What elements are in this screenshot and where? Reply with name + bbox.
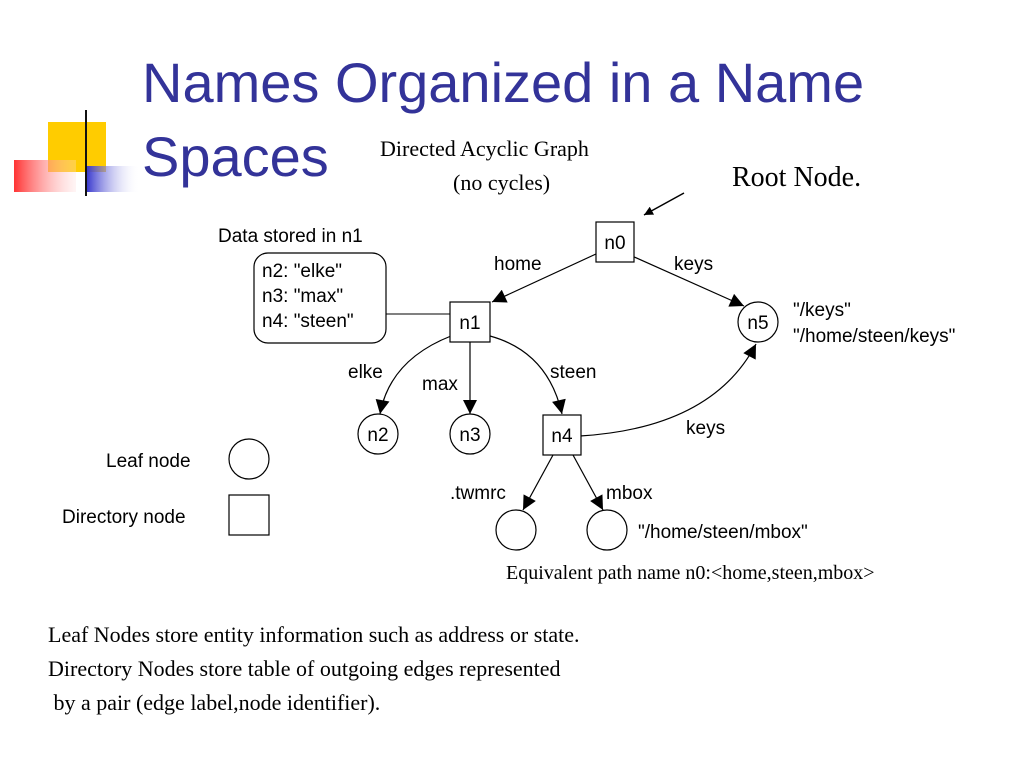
edge-elke: [375, 335, 452, 415]
corner-decoration: [14, 110, 140, 196]
legend-directory-square: [228, 494, 270, 536]
leaf-node-n3: [449, 413, 491, 455]
body-line: by a pair (edge label,node identifier).: [48, 690, 381, 715]
body-line: Directory Nodes store table of outgoing …: [48, 656, 561, 681]
node-label-n0: n0: [604, 233, 625, 254]
n5-path-label: "/keys": [793, 300, 851, 321]
slide-title-line1: Names Organized in a Name: [142, 51, 865, 114]
node-label-n5: n5: [747, 313, 768, 334]
legend-leaf-label: Leaf node: [106, 451, 191, 472]
leaf-node-n2: [357, 413, 399, 455]
data-stored-line: n4: "steen": [262, 311, 354, 332]
directory-node-n1: [449, 301, 491, 343]
directory-node-n4: [542, 414, 582, 456]
equivalent-path-note: Equivalent path name n0:<home,steen,mbox…: [506, 562, 875, 584]
leaf-node-mbox: [586, 509, 628, 551]
n5-path-label: "/home/steen/keys": [793, 326, 955, 347]
root-pointer-arrow: [643, 192, 685, 216]
edge-mbox: [572, 454, 604, 511]
dag-caption-line2: (no cycles): [453, 170, 551, 195]
edge-twmrc: [522, 454, 554, 511]
legend-directory-label: Directory node: [62, 507, 186, 528]
edge-steen: [489, 335, 566, 415]
edge-label-keys-n4: keys: [686, 418, 725, 439]
data-stored-box: [253, 252, 387, 344]
edge-keys-n4: [579, 343, 757, 437]
node-label-n1: n1: [459, 313, 480, 334]
deco-red-bar: [14, 160, 76, 192]
edge-label-mbox: mbox: [606, 483, 653, 504]
edge-label-max: max: [422, 374, 458, 395]
body-line: Leaf Nodes store entity information such…: [48, 622, 580, 647]
edge-label-twmrc: .twmrc: [450, 483, 506, 504]
deco-blue-bar: [86, 166, 140, 192]
edge-label-elke: elke: [348, 362, 383, 383]
edge-label-keys-top: keys: [674, 254, 713, 275]
legend-leaf-circle: [228, 438, 270, 480]
data-stored-line: n3: "max": [262, 286, 343, 307]
dag-caption-line1: Directed Acyclic Graph: [380, 136, 589, 161]
data-stored-line: n2: "elke": [262, 261, 342, 282]
leaf-node-twmrc: [495, 509, 537, 551]
leaf-node-n5: [737, 301, 779, 343]
node-label-n2: n2: [367, 425, 388, 446]
node-label-n3: n3: [459, 425, 480, 446]
node-label-n4: n4: [551, 426, 573, 447]
edge-keys-top: [631, 255, 745, 307]
edge-label-home: home: [494, 254, 542, 275]
slide-title-line2: Spaces: [142, 125, 329, 188]
data-stored-title: Data stored in n1: [218, 226, 363, 247]
edge-home: [491, 253, 597, 303]
directory-node-n0: [595, 221, 635, 263]
edge-label-steen: steen: [550, 362, 596, 383]
root-node-label: Root Node.: [732, 162, 862, 193]
mbox-path-label: "/home/steen/mbox": [638, 522, 808, 543]
